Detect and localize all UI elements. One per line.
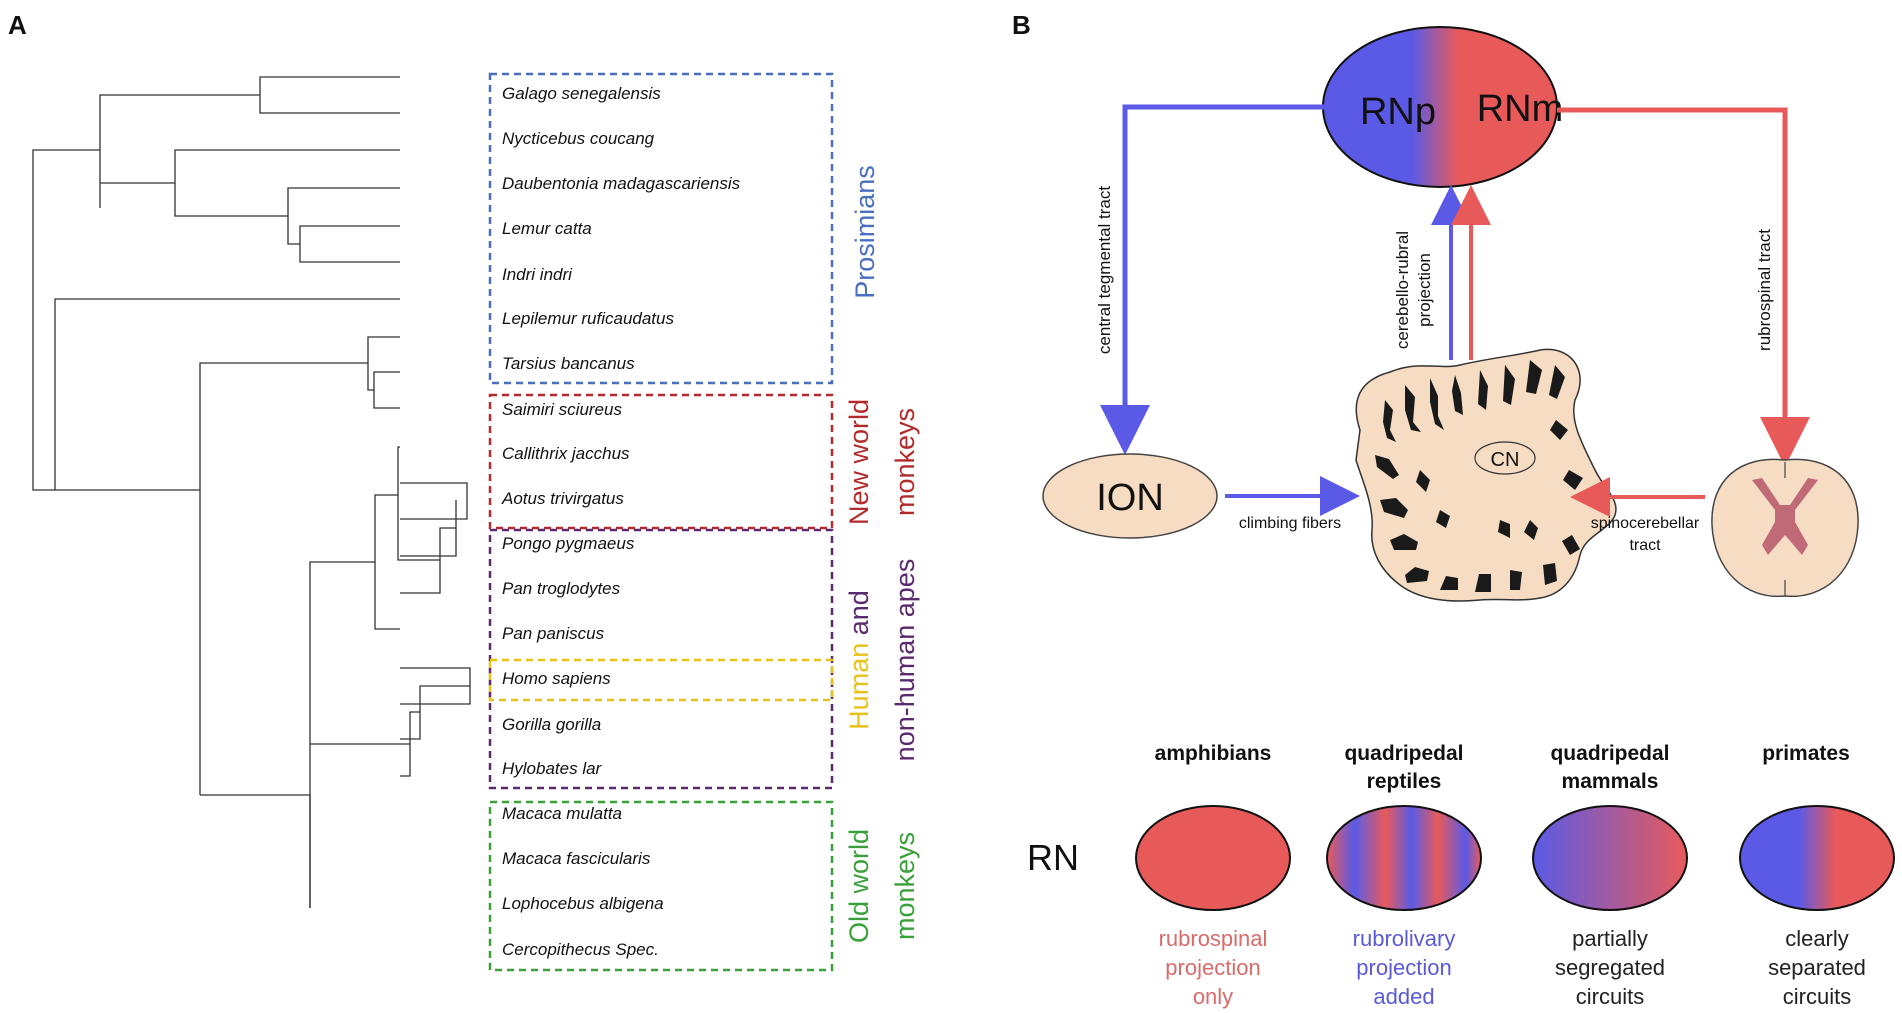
species-label: Tarsius bancanus: [502, 354, 635, 373]
rn-primates: [1739, 805, 1895, 911]
species-label: Indri indri: [502, 265, 573, 284]
desc-line: circuits: [1783, 984, 1851, 1009]
old-world-box: [488, 800, 834, 972]
human-word: Human: [844, 643, 874, 730]
cerebellum-illustration: CN: [1355, 348, 1617, 602]
desc-line: partially: [1572, 926, 1648, 951]
rnm-label: RNm: [1477, 88, 1564, 130]
desc-line: added: [1373, 984, 1434, 1009]
species-label: Gorilla gorilla: [502, 715, 601, 734]
phylogeny-panel: A Galago senegalensis: [8, 10, 920, 972]
species-label: Macaca mulatta: [502, 804, 622, 823]
species-label: Galago senegalensis: [502, 84, 661, 103]
desc-line: only: [1193, 984, 1233, 1009]
ion-label: ION: [1096, 477, 1164, 519]
desc-line: projection: [1165, 955, 1260, 980]
panel-a-label: A: [8, 10, 27, 40]
apes-label-2: non-human apes: [890, 559, 920, 762]
desc-line: circuits: [1576, 984, 1644, 1009]
species-title: primates: [1762, 742, 1850, 765]
new-world-label-1: New world: [844, 399, 874, 525]
new-world-box: [488, 393, 834, 530]
species-labels: Galago senegalensis Nycticebus coucang D…: [501, 84, 741, 959]
central-tegmental-arrow: [1100, 104, 1325, 455]
species-label: Pongo pygmaeus: [502, 534, 635, 553]
spinocerebellar-label-2: tract: [1629, 537, 1661, 554]
ion-ellipse: [1042, 453, 1218, 539]
desc-line: projection: [1356, 955, 1451, 980]
rn-mammals: [1532, 805, 1688, 911]
species-label: Saimiri sciureus: [502, 400, 622, 419]
species-title: quadripedal: [1344, 742, 1463, 765]
desc-line: clearly: [1785, 926, 1849, 951]
species-title: amphibians: [1155, 742, 1272, 765]
cn-label: CN: [1491, 449, 1520, 471]
rn-amphibians: [1135, 805, 1291, 911]
prosimians-label: Prosimians: [850, 165, 880, 299]
species-title: reptiles: [1367, 770, 1442, 793]
new-world-label-2: monkeys: [890, 408, 920, 516]
species-label: Pan paniscus: [502, 624, 605, 643]
panel-b-label: B: [1012, 10, 1031, 40]
human-box: [488, 658, 834, 702]
and-word: and: [844, 590, 874, 635]
rubrospinal-arrow: [1557, 107, 1810, 467]
cerebello-label-1: cerebello-rubral: [1393, 231, 1412, 349]
spinocerebellar-label-1: spinocerebellar: [1591, 515, 1700, 532]
species-title: mammals: [1562, 770, 1659, 793]
rubrospinal-label: rubrospinal tract: [1755, 229, 1774, 351]
central-tegmental-label: central tegmental tract: [1095, 186, 1114, 354]
desc-line: segregated: [1555, 955, 1665, 980]
species-label: Lepilemur ruficaudatus: [502, 309, 674, 328]
species-label: Nycticebus coucang: [502, 129, 655, 148]
species-label: Hylobates lar: [502, 759, 603, 778]
species-label: Callithrix jacchus: [502, 444, 630, 463]
desc-line: rubrospinal: [1159, 926, 1268, 951]
spinal-cord-illustration: [1711, 458, 1859, 598]
rn-reptiles: [1326, 805, 1482, 911]
phylogenetic-tree: A Galago senegalensis: [8, 10, 920, 972]
tree-branches: [32, 76, 471, 908]
old-world-label-1: Old world: [844, 829, 874, 943]
cerebello-label-2: projection: [1415, 253, 1434, 327]
species-title: quadripedal: [1550, 742, 1669, 765]
rnp-label: RNp: [1360, 91, 1436, 133]
species-label: Cercopithecus Spec.: [502, 940, 659, 959]
species-label: Homo sapiens: [502, 669, 611, 688]
species-label: Lemur catta: [502, 219, 592, 238]
species-label: Daubentonia madagascariensis: [502, 174, 741, 193]
species-label: Lophocebus albigena: [502, 894, 664, 913]
desc-line: separated: [1768, 955, 1866, 980]
rn-row-label: RN: [1027, 837, 1079, 878]
species-label: Macaca fascicularis: [502, 849, 651, 868]
species-label: Aotus trivirgatus: [501, 489, 624, 508]
climbing-fibers-label: climbing fibers: [1239, 515, 1341, 532]
desc-line: rubrolivary: [1353, 926, 1456, 951]
old-world-label-2: monkeys: [890, 832, 920, 940]
prosimians-box: [488, 72, 834, 385]
species-label: Pan troglodytes: [502, 579, 621, 598]
apes-label-1: Human and: [844, 590, 874, 730]
